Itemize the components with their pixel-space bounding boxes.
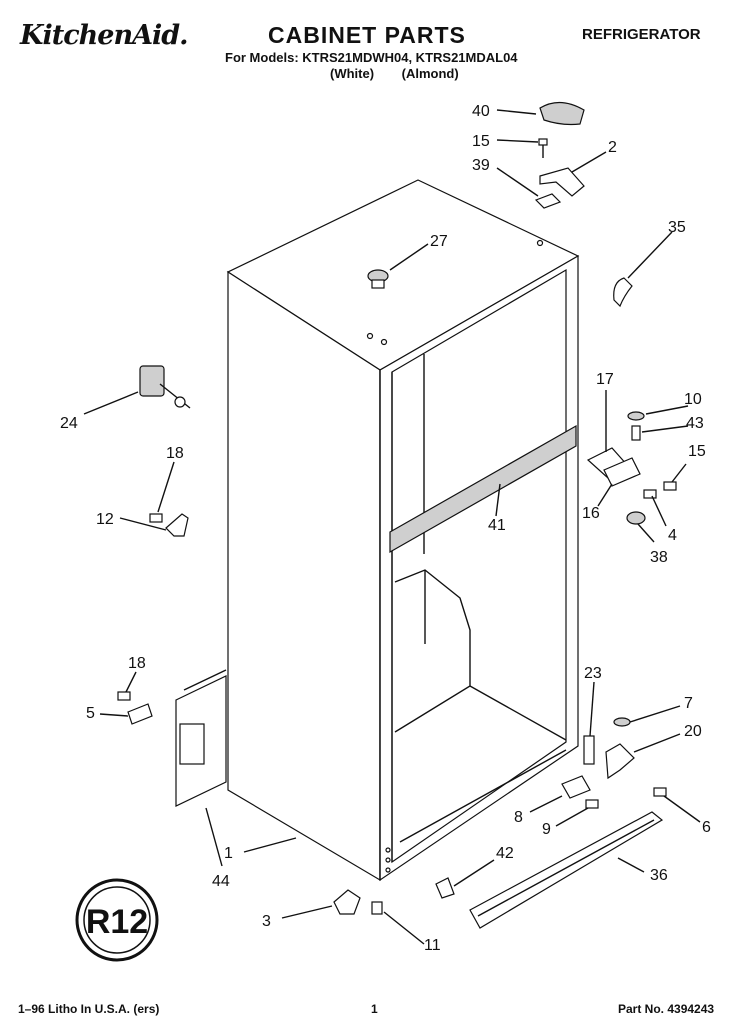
screw [149, 513, 163, 523]
screw [117, 691, 131, 701]
r12-seal-label: R12 [86, 903, 148, 941]
wire-clamp [127, 703, 153, 725]
callout-35: 35 [668, 219, 686, 236]
screw [663, 481, 677, 491]
callout-27: 27 [430, 233, 448, 250]
cabinet-body [226, 179, 580, 882]
hinge-pin [631, 425, 641, 441]
callout-43: 43 [686, 415, 704, 432]
callout-9: 9 [542, 821, 551, 838]
callout-36: 36 [650, 867, 668, 884]
callout-15: 15 [472, 133, 490, 150]
callout-39: 39 [472, 157, 490, 174]
bottom-hinge [605, 743, 635, 780]
washer [627, 411, 645, 421]
callout-2: 2 [608, 139, 617, 156]
callout-41: 41 [488, 517, 506, 534]
callout-4: 4 [668, 527, 677, 544]
screw [585, 799, 599, 809]
footer-page-number: 1 [371, 1002, 378, 1016]
cabinet-plug [613, 277, 633, 308]
callout-6: 6 [702, 819, 711, 836]
water-valve [139, 365, 191, 409]
hinge-shim [534, 193, 562, 209]
screw [538, 138, 548, 158]
callout-16: 16 [582, 505, 600, 522]
base-grille [469, 811, 664, 929]
callout-18b: 18 [128, 655, 146, 672]
callout-40: 40 [472, 103, 490, 120]
hinge-bracket [583, 735, 595, 765]
callout-18: 18 [166, 445, 184, 462]
cross-rail [389, 424, 577, 554]
callout-7: 7 [684, 695, 693, 712]
page-title: CABINET PARTS [268, 22, 466, 48]
model-list: For Models: KTRS21MDWH04, KTRS21MDAL04 [225, 50, 518, 65]
callout-1: 1 [224, 845, 233, 862]
wiring-clip [165, 513, 189, 537]
screw [371, 901, 383, 915]
callout-17: 17 [596, 371, 614, 388]
hinge-mount [561, 775, 591, 799]
callout-24: 24 [60, 415, 78, 432]
appliance-category: REFRIGERATOR [582, 26, 701, 43]
callout-15b: 15 [688, 443, 706, 460]
rail-clip [435, 877, 455, 899]
callout-3: 3 [262, 913, 271, 930]
callout-numbers: 40 15 2 39 35 27 24 17 10 43 15 18 12 16… [60, 103, 711, 954]
callout-23: 23 [584, 665, 602, 682]
spacer [626, 511, 646, 525]
hinge-cover [539, 101, 585, 126]
callout-20: 20 [684, 723, 702, 740]
leader-lines [83, 109, 701, 945]
center-hinge [586, 447, 641, 487]
screw [653, 787, 667, 797]
footer-litho: 1–96 Litho In U.S.A. (ers) [18, 1002, 160, 1016]
r12-seal-icon: R12 [75, 878, 159, 962]
foot-bracket [333, 889, 361, 915]
callout-44: 44 [212, 873, 230, 890]
callout-38: 38 [650, 549, 668, 566]
leveling-plug [367, 269, 389, 289]
callout-10: 10 [684, 391, 702, 408]
callout-42: 42 [496, 845, 514, 862]
washer [613, 717, 631, 727]
callout-12: 12 [96, 511, 114, 528]
kick-plate-bracket [175, 669, 227, 807]
callout-11: 11 [424, 937, 441, 954]
brand-logo: KitchenAid. [20, 20, 189, 51]
callout-5: 5 [86, 705, 95, 722]
footer-part-number: Part No. 4394243 [618, 1002, 715, 1016]
screw [643, 489, 657, 499]
callout-8: 8 [514, 809, 523, 826]
model-variants: (White) (Almond) [330, 66, 459, 81]
top-hinge [539, 167, 585, 197]
